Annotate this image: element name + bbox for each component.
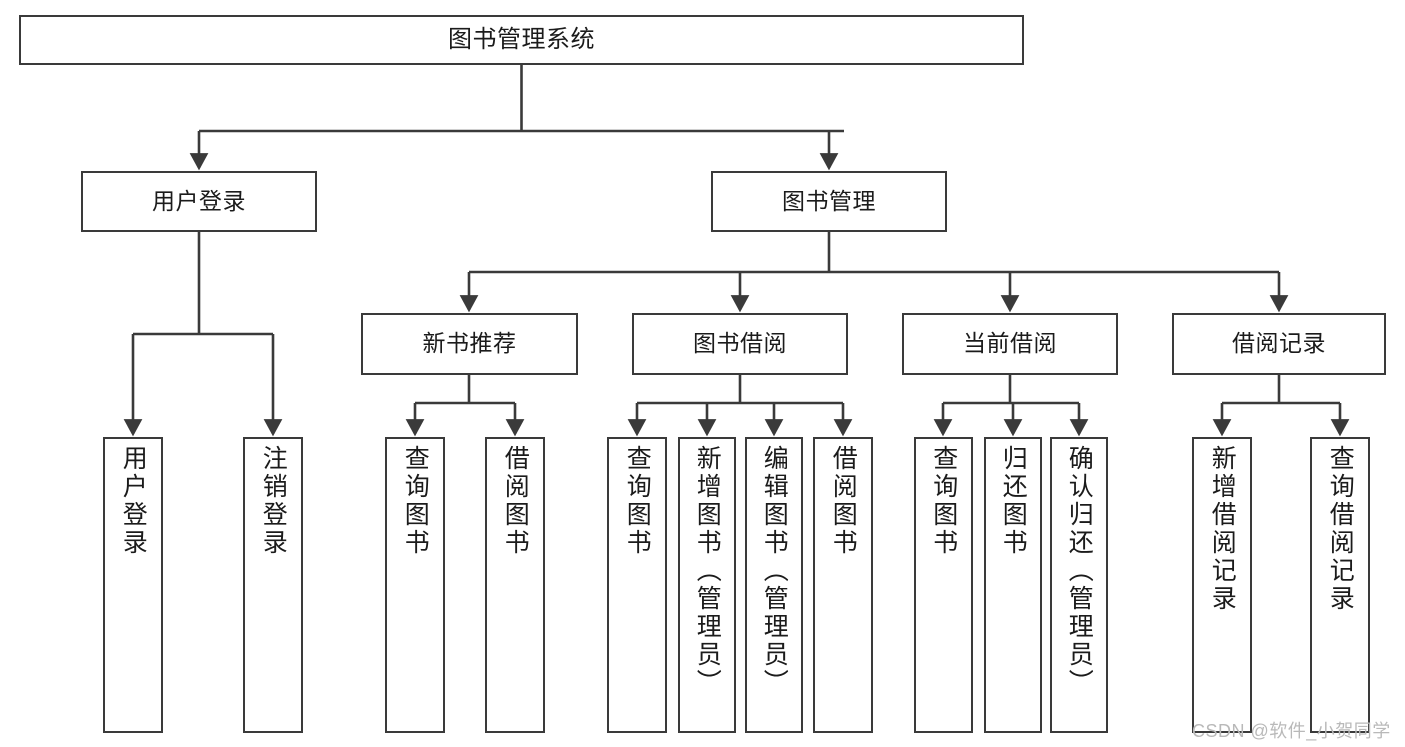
node-leaf-edit-book-label: 编辑图书（管理员） (760, 445, 789, 697)
node-leaf-query-book-2[interactable]: 查询图书 (607, 437, 667, 733)
node-leaf-logout-label: 注销登录 (259, 445, 288, 557)
node-user-login[interactable]: 用户登录 (81, 171, 317, 232)
node-leaf-return-book[interactable]: 归还图书 (984, 437, 1042, 733)
node-leaf-confirm-return[interactable]: 确认归还（管理员） (1050, 437, 1108, 733)
node-leaf-query-book-1-label: 查询图书 (401, 445, 430, 557)
node-leaf-add-book[interactable]: 新增图书（管理员） (678, 437, 736, 733)
node-leaf-user-login[interactable]: 用户登录 (103, 437, 163, 733)
node-book-borrow-label: 图书借阅 (693, 330, 787, 357)
node-leaf-query-record-label: 查询借阅记录 (1326, 445, 1355, 613)
node-leaf-logout[interactable]: 注销登录 (243, 437, 303, 733)
node-current-borrow[interactable]: 当前借阅 (902, 313, 1118, 375)
node-borrow-record-label: 借阅记录 (1232, 330, 1326, 357)
node-leaf-borrow-book-2-label: 借阅图书 (829, 445, 858, 557)
node-root-label: 图书管理系统 (448, 25, 595, 53)
node-leaf-confirm-return-label: 确认归还（管理员） (1065, 445, 1094, 697)
node-leaf-add-record-label: 新增借阅记录 (1208, 445, 1237, 613)
node-leaf-add-book-label: 新增图书（管理员） (693, 445, 722, 697)
node-leaf-edit-book[interactable]: 编辑图书（管理员） (745, 437, 803, 733)
node-book-manage-label: 图书管理 (782, 187, 876, 214)
node-leaf-query-book-3-label: 查询图书 (929, 445, 958, 557)
node-current-borrow-label: 当前借阅 (963, 330, 1057, 357)
node-user-login-label: 用户登录 (152, 187, 246, 214)
node-leaf-query-book-2-label: 查询图书 (623, 445, 652, 557)
node-leaf-query-record[interactable]: 查询借阅记录 (1310, 437, 1370, 733)
node-borrow-record[interactable]: 借阅记录 (1172, 313, 1386, 375)
csdn-watermark: CSDN @软件_小贺同学 (1192, 721, 1391, 741)
node-book-manage[interactable]: 图书管理 (711, 171, 947, 232)
node-leaf-borrow-book-1[interactable]: 借阅图书 (485, 437, 545, 733)
node-leaf-borrow-book-1-label: 借阅图书 (501, 445, 530, 557)
node-leaf-add-record[interactable]: 新增借阅记录 (1192, 437, 1252, 733)
node-leaf-return-book-label: 归还图书 (999, 445, 1028, 557)
node-root[interactable]: 图书管理系统 (19, 15, 1024, 65)
node-leaf-user-login-label: 用户登录 (119, 445, 148, 557)
node-leaf-query-book-3[interactable]: 查询图书 (914, 437, 973, 733)
node-new-book-recommend[interactable]: 新书推荐 (361, 313, 578, 375)
node-new-book-recommend-label: 新书推荐 (422, 330, 517, 357)
node-leaf-query-book-1[interactable]: 查询图书 (385, 437, 445, 733)
node-leaf-borrow-book-2[interactable]: 借阅图书 (813, 437, 873, 733)
node-book-borrow[interactable]: 图书借阅 (632, 313, 848, 375)
